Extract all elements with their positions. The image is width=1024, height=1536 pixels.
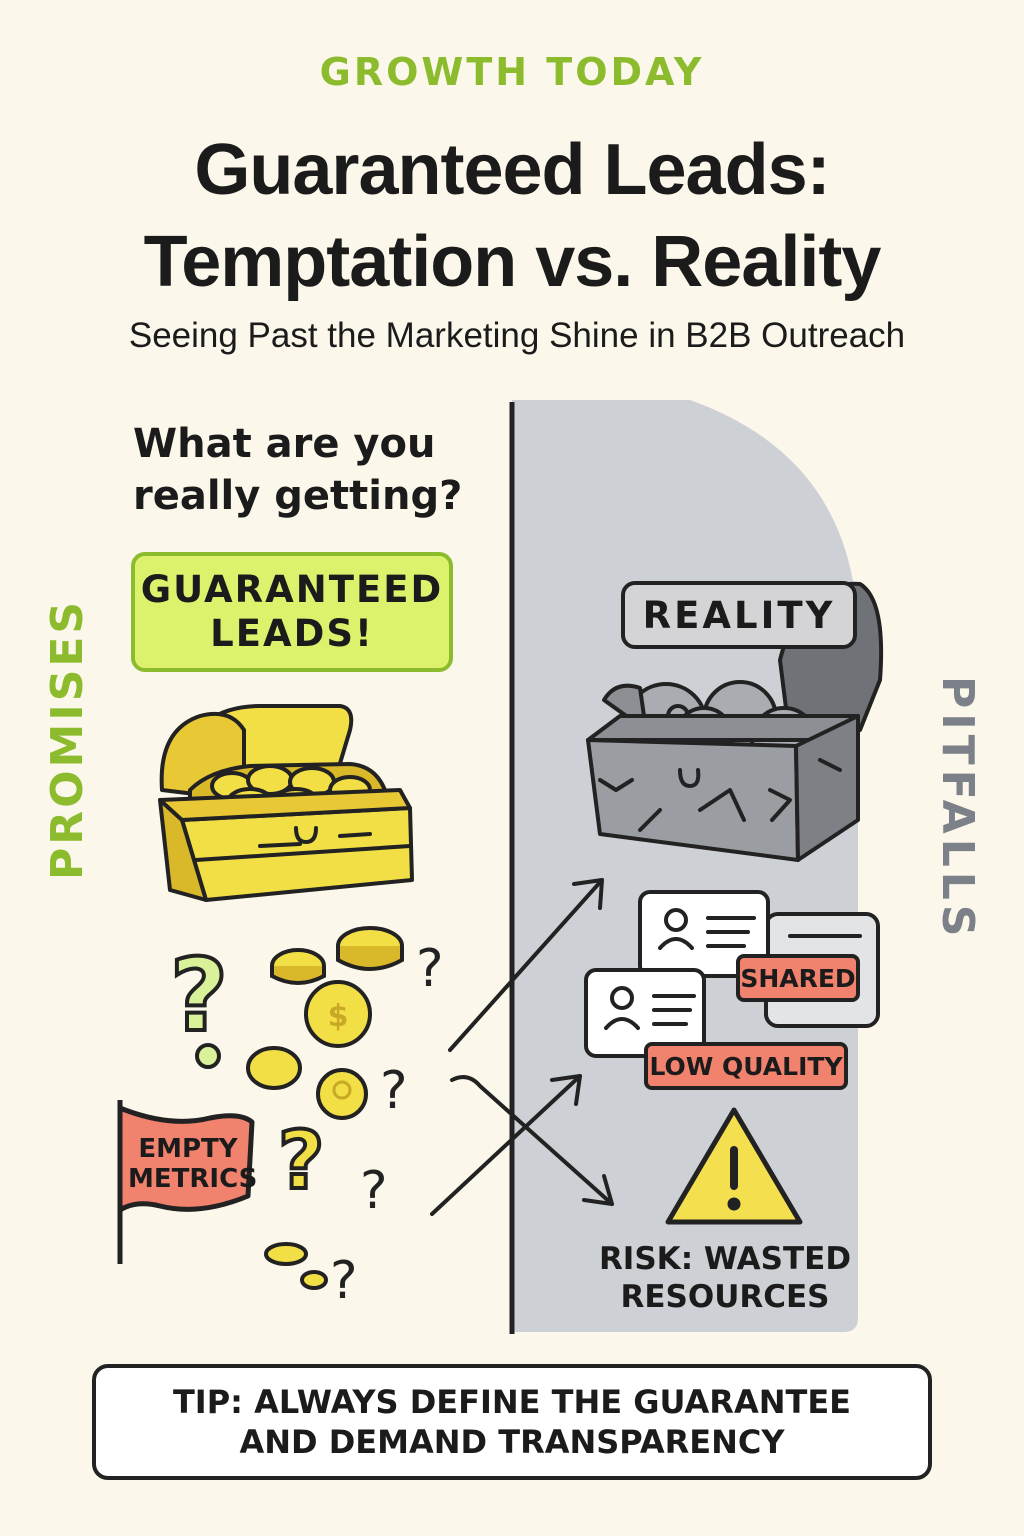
risk-line-2: RESOURCES [620,1279,830,1315]
question-dot [195,1043,221,1069]
svg-text:?: ? [278,1114,324,1207]
tip-box: TIP: ALWAYS DEFINE THE GUARANTEE AND DEM… [92,1364,932,1480]
svg-text:?: ? [170,937,228,1054]
pitfalls-side-label: PITFALLS [932,676,983,942]
shared-tag: SHARED [736,954,860,1002]
subtitle: Seeing Past the Marketing Shine in B2B O… [128,316,906,355]
warning-icon [665,1107,803,1225]
svg-text:?: ? [330,1251,358,1311]
svg-text:$: $ [328,999,349,1034]
svg-text:?: ? [380,1061,408,1121]
badge-line-2: LEADS! [210,612,374,655]
tip-line-2: AND DEMAND TRANSPARENCY [239,1423,785,1461]
treasure-chest-icon [158,704,414,902]
question-mark-outline-icon: ? ? ? ? [330,939,444,1311]
svg-text:?: ? [416,939,444,999]
svg-text:?: ? [360,1161,388,1221]
flag-line-2: METRICS [128,1164,258,1194]
guaranteed-leads-badge: GUARANTEED LEADS! [131,552,453,672]
low-quality-tag: LOW QUALITY [644,1042,848,1090]
badge-line-1: GUARANTEED [140,568,444,611]
flag-icon [117,1100,255,1264]
flag-label: EMPTY METRICS [128,1134,258,1194]
arrow-icon [430,878,614,1216]
promises-side-label: PROMISES [42,598,93,880]
title-line-2: Temptation vs. Reality [143,222,882,302]
page-title: Guaranteed Leads: Temptation vs. Reality [0,124,1024,308]
contact-card-icon [584,890,880,1058]
reality-label: REALITY [621,581,857,649]
tip-line-1: TIP: ALWAYS DEFINE THE GUARANTEE [172,1383,852,1421]
title-line-1: Guaranteed Leads: [194,130,830,210]
question-line-1: What are you [133,421,436,467]
risk-label: RISK: WASTED RESOURCES [595,1240,855,1316]
flag-line-1: EMPTY [138,1134,238,1164]
kicker: GROWTH TODAY [319,50,705,94]
broken-chest-icon [586,581,884,862]
coin-icon: $ [246,926,404,1290]
question: What are you really getting? [133,418,473,522]
question-line-2: really getting? [133,473,463,519]
risk-line-1: RISK: WASTED [598,1241,852,1277]
question-mark-icon: ? ? [168,935,326,1209]
